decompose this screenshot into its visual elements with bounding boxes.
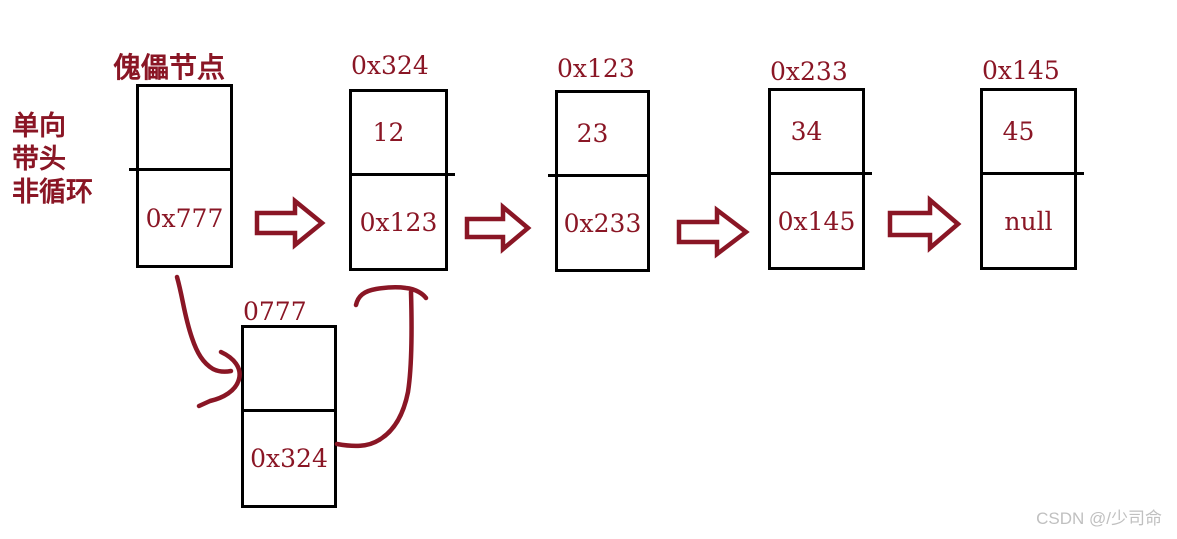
node-0x145: 45 null	[980, 88, 1084, 270]
node-0x324-data-cell: 12	[352, 92, 445, 176]
csdn-watermark: CSDN @/少司命	[1036, 509, 1162, 528]
node-0777-next: 0x324	[250, 444, 328, 473]
address-label-0777: 0777	[243, 297, 307, 326]
node-dummy-next: 0x777	[145, 203, 224, 233]
list-type-line-1: 单向	[12, 111, 66, 142]
list-type-note: 单向 带头 非循环	[12, 110, 93, 209]
node-0x123-next-cell: 0x233	[558, 177, 647, 269]
divider-tick	[1077, 172, 1084, 175]
node-0x233: 34 0x145	[768, 88, 872, 270]
next-pointer-arrow-1	[254, 196, 326, 250]
node-0x324-next-cell: 0x123	[352, 176, 445, 268]
address-label-0x145: 0x145	[982, 56, 1060, 85]
address-label-0x123: 0x123	[557, 54, 635, 83]
node-0x145-data-cell: 45	[983, 91, 1074, 175]
node-0x123-data: 23	[576, 119, 609, 148]
node-0x324-next: 0x123	[359, 207, 438, 237]
address-label-0x233: 0x233	[770, 57, 848, 86]
node-0x145-data: 45	[1002, 117, 1035, 146]
divider-tick	[548, 174, 555, 177]
node-0x233-data-cell: 34	[771, 91, 862, 175]
node-0x233-next: 0x145	[777, 206, 856, 236]
node-0777-next-cell: 0x324	[244, 412, 334, 505]
divider-tick	[865, 172, 872, 175]
node-0x123-next: 0x233	[563, 208, 642, 238]
node-0777-data-cell	[244, 328, 334, 412]
handdrawn-arrow-0777-to-0x324	[334, 285, 429, 449]
node-0x123: 23 0x233	[548, 90, 650, 272]
node-0x145-next-cell: null	[983, 175, 1074, 267]
handdrawn-arrow-dummy-to-0777	[174, 274, 242, 409]
node-0x123-data-cell: 23	[558, 93, 647, 177]
divider-tick	[448, 173, 455, 176]
node-dummy-next-cell: 0x777	[139, 171, 230, 265]
list-type-line-2: 带头	[12, 144, 66, 175]
dummy-node-label: 傀儡节点	[113, 51, 226, 84]
node-dummy: 0x777	[129, 84, 233, 268]
node-0777: 0x324	[241, 325, 337, 508]
next-pointer-arrow-3	[676, 205, 750, 259]
next-pointer-arrow-2	[464, 202, 532, 254]
node-dummy-data-cell	[139, 87, 230, 171]
node-0x233-next-cell: 0x145	[771, 175, 862, 267]
address-label-0x324: 0x324	[351, 51, 429, 80]
list-type-line-3: 非循环	[12, 177, 93, 208]
node-0x145-next: null	[1004, 206, 1053, 236]
node-0x324: 12 0x123	[349, 89, 455, 271]
node-0x324-data: 12	[372, 118, 405, 147]
node-0x233-data: 34	[790, 117, 823, 146]
divider-tick	[129, 168, 136, 171]
next-pointer-arrow-4	[887, 195, 962, 253]
